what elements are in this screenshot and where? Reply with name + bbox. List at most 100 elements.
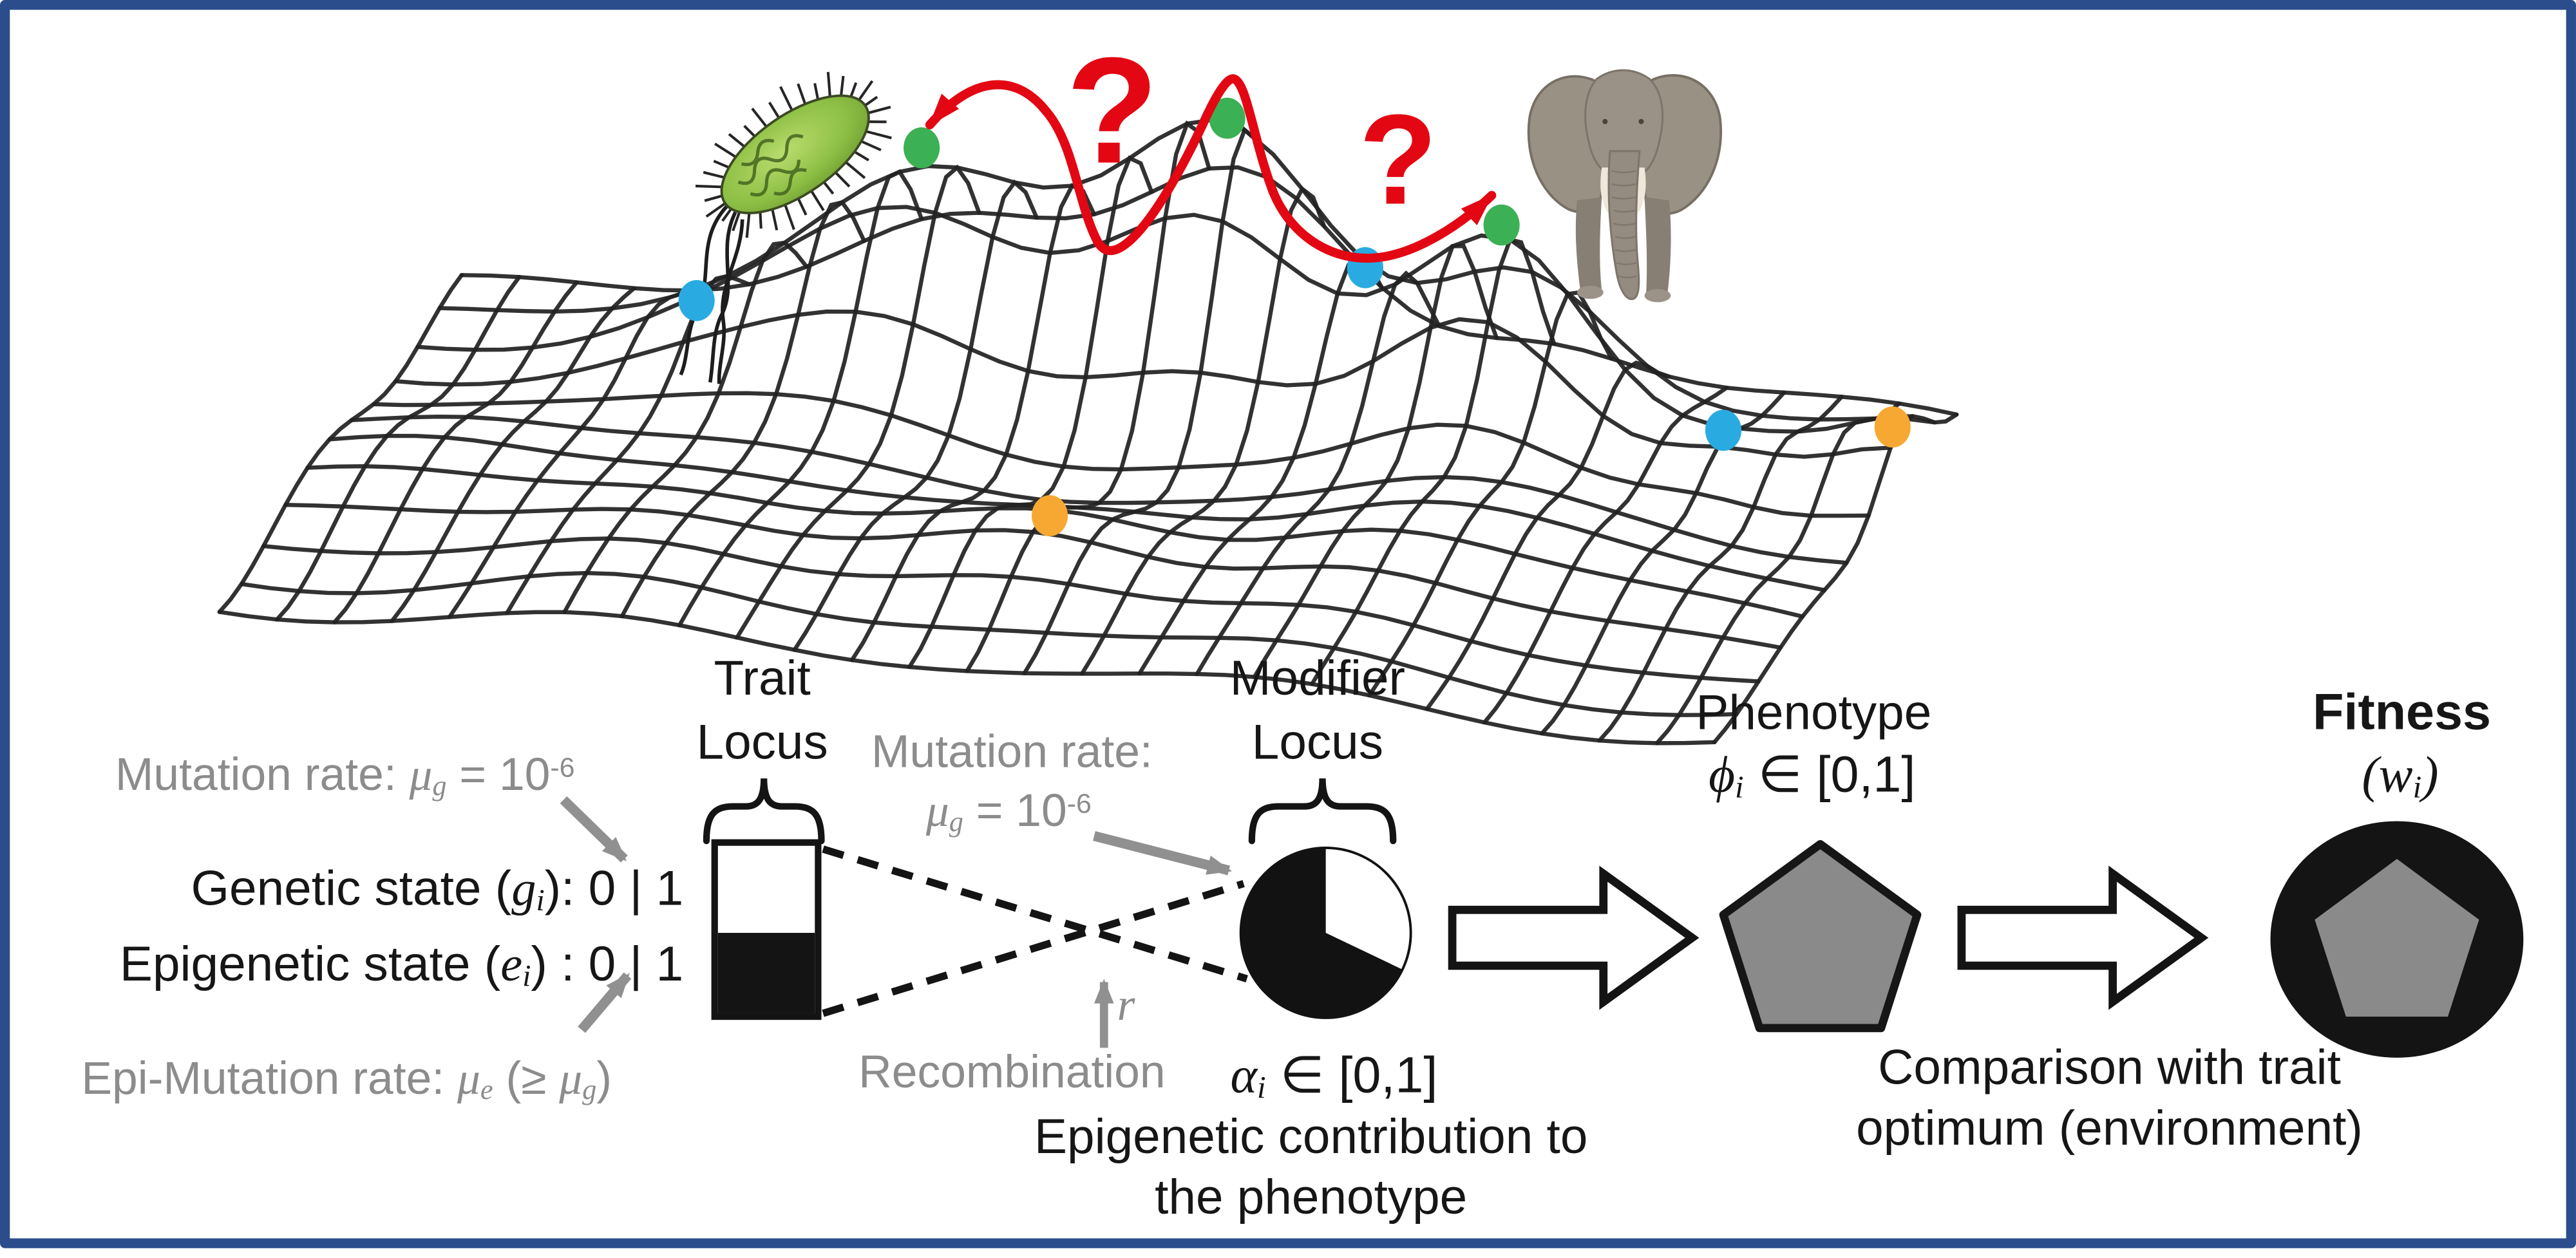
mesh-line: [217, 273, 464, 614]
population-dot-green: [904, 127, 940, 169]
g-subscript: i: [536, 884, 545, 919]
epigenetic-state-text: Epigenetic state (: [119, 937, 501, 992]
recombination-cross-lines: [822, 845, 1248, 1017]
population-dot-orange: [1032, 495, 1068, 536]
mutation-rate-exponent-2: -6: [1066, 788, 1092, 820]
trait-locus-title-line1: Trait: [714, 652, 811, 706]
modifier-mutation-rate-arrow: [1093, 831, 1233, 876]
e-symbol: e: [500, 937, 523, 992]
genetic-state-label: Genetic state (gi): 0 | 1: [191, 862, 684, 919]
phi-subscript: i: [1735, 771, 1744, 806]
bacterium-cilium: [797, 83, 808, 106]
epi-mutation-rate-arrow: [578, 972, 632, 1033]
w-close-paren: ): [2421, 746, 2439, 803]
mesh-line: [447, 288, 694, 619]
mesh-line: [1195, 270, 1441, 677]
mesh-line: [1310, 237, 1557, 686]
alpha-symbol: α: [1230, 1046, 1257, 1104]
r-symbol: r: [1117, 980, 1135, 1032]
mutation-rate-value: = 10: [446, 749, 551, 800]
bacterium-cilium: [751, 108, 769, 129]
phenotype-range-label: ϕi ∈ [0,1]: [1709, 746, 1916, 806]
evolution-path-arrow: [925, 74, 1497, 263]
modifier-locus-pie-white-wedge: [1325, 849, 1410, 970]
mesh-line: [274, 275, 522, 622]
fitness-title: Fitness: [2313, 683, 2491, 741]
bacterium-cilium: [833, 170, 851, 188]
modifier-mutation-rate-line1: Mutation rate:: [871, 726, 1153, 777]
mesh-line: [1540, 390, 1786, 736]
elephant-left-foot: [1577, 285, 1604, 299]
bacterium-cilium: [703, 171, 727, 180]
phi-range: ∈ [0,1]: [1743, 746, 1916, 803]
elephant-right-foot: [1644, 288, 1671, 303]
mu-g-symbol: μ: [559, 1054, 583, 1105]
phenotype-title: Phenotype: [1696, 686, 1932, 741]
mesh-line: [620, 200, 867, 619]
elephant-right-leg: [1644, 197, 1671, 294]
elephant-trunk-ridges: [1611, 170, 1637, 279]
mesh-line: [1425, 361, 1672, 711]
elephant-illustration: [1527, 69, 1722, 303]
phenotype-pentagon: [1719, 840, 1922, 1033]
bacterium-cilium: [844, 160, 866, 180]
mesh-line: [1712, 412, 1959, 744]
mesh-line: [390, 286, 636, 623]
elephant-right-eye: [1638, 118, 1644, 124]
bacterium-cilium: [826, 71, 832, 99]
mesh-line: [217, 610, 1717, 746]
epi-mutation-close: ): [596, 1053, 612, 1104]
epigenetic-state-label: Epigenetic state (ei) : 0 | 1: [120, 939, 683, 993]
mutation-rate-text: Mutation rate:: [115, 749, 410, 800]
mu-e-subscript: e: [480, 1074, 493, 1106]
bacterium-illustration: [679, 71, 892, 384]
alpha-range: ∈ [0,1]: [1265, 1046, 1438, 1104]
fitness-landscape-mesh: [217, 117, 1959, 746]
mutation-rate-label: Mutation rate: μg = 10-6: [115, 749, 575, 802]
mu-symbol: μ: [409, 750, 433, 802]
question-mark-1: ?: [1066, 28, 1159, 196]
genetic-state-text: Genetic state (: [191, 862, 512, 917]
trait-locus-brace: [703, 778, 825, 845]
modifier-mutation-rate-line2: μg = 10-6: [926, 785, 1092, 838]
annotation-arrows: [560, 796, 1233, 1048]
epigenetic-contribution-line1: Epigenetic contribution to: [1034, 1110, 1588, 1165]
mesh-line: [1482, 386, 1729, 725]
epigenetic-state-values: ) : 0 | 1: [531, 937, 684, 992]
mesh-line: [849, 183, 1097, 662]
bacterium-cilium: [714, 142, 738, 160]
mesh-line: [371, 391, 1871, 518]
mutation-rate-value-2: = 10: [963, 785, 1067, 836]
phi-symbol: ϕ: [1709, 746, 1736, 803]
population-dot-blue: [678, 279, 715, 321]
epi-mutation-rate-label: Epi-Mutation rate: μe (≥ μg): [81, 1053, 612, 1106]
mesh-line: [1137, 254, 1384, 676]
mesh-line: [1654, 401, 1902, 746]
recombination-label: Recombination: [858, 1046, 1166, 1098]
mu-subscript-2: g: [949, 806, 963, 838]
mesh-line: [1079, 185, 1327, 676]
elephant-left-eye: [1602, 118, 1608, 124]
epi-mutation-mid: (≥: [493, 1053, 560, 1104]
fitness-landscape-figure: [217, 69, 2524, 1058]
genetic-state-values: ): 0 | 1: [544, 862, 684, 917]
question-mark-2: ?: [1359, 87, 1437, 232]
bacterium-cilium: [809, 189, 825, 211]
mu-g-subscript: g: [582, 1074, 597, 1106]
elephant-head: [1584, 69, 1664, 180]
mesh-line: [1367, 290, 1614, 698]
trait-locus-title-line2: Locus: [696, 716, 828, 771]
mesh-line: [283, 502, 1783, 650]
flow-arrow-to-phenotype: [1448, 865, 1700, 1010]
bacterium-cilium: [779, 86, 794, 113]
w-subscript: i: [2412, 771, 2422, 806]
e-subscript: i: [522, 959, 531, 995]
bacterium-cilium: [796, 196, 808, 216]
modifier-locus-brace: [1248, 778, 1397, 845]
population-dot-orange: [1874, 406, 1911, 448]
modifier-locus-title-line1: Modifier: [1229, 652, 1406, 706]
mutation-rate-exponent: -6: [550, 752, 575, 784]
mu-e-symbol: μ: [457, 1054, 480, 1105]
modifier-locus-title-line2: Locus: [1251, 716, 1384, 771]
